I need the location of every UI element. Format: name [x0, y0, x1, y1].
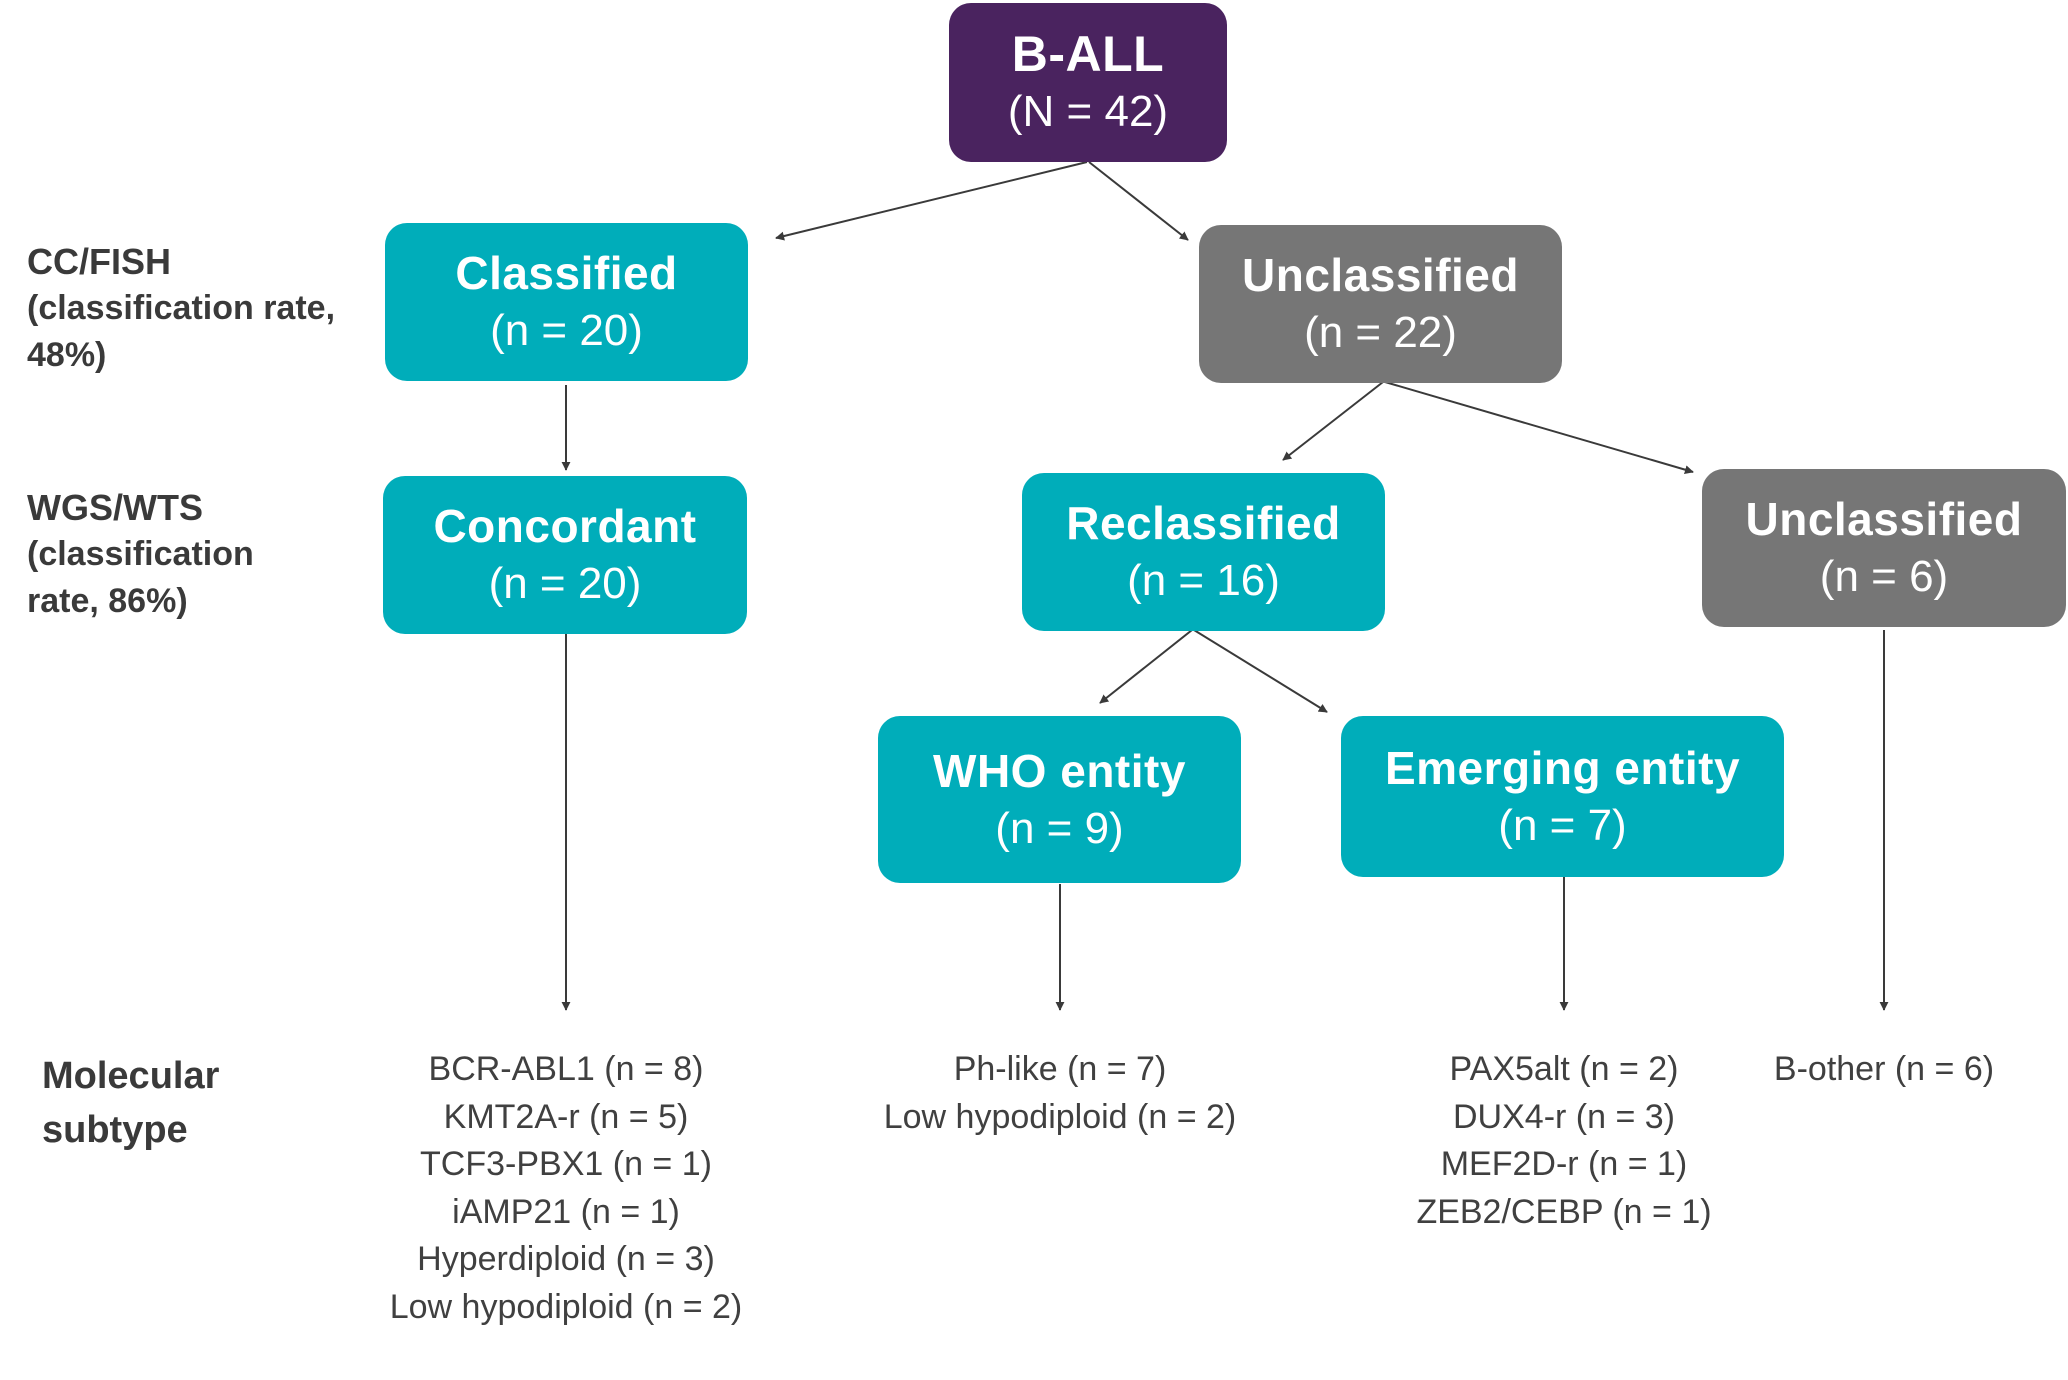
row-label-ccfish: CC/FISH (classification rate, 48%)	[27, 238, 335, 379]
node-unclassified-final: Unclassified (n = 6)	[1702, 469, 2066, 627]
node-unclassified-title: Unclassified	[1242, 249, 1519, 301]
subtype-item: ZEB2/CEBP (n = 1)	[1416, 1192, 1712, 1231]
arrow-reclassified-to-who-entity	[1099, 629, 1193, 704]
row-label-wgswts-head: WGS/WTS	[27, 487, 203, 528]
node-emerging-entity-title: Emerging entity	[1384, 741, 1741, 794]
node-classified: Classified (n = 20)	[385, 223, 748, 381]
row-label-molecular-line2: subtype	[42, 1109, 188, 1151]
node-concordant: Concordant (n = 20)	[383, 476, 747, 634]
subtype-item: BCR-ABL1 (n = 8)	[428, 1050, 704, 1088]
subtype-list-other: B-other (n = 6)	[1734, 1046, 2034, 1094]
node-unclassified-final-count: (n = 6)	[1819, 552, 1949, 601]
node-unclassified: Unclassified (n = 22)	[1199, 225, 1562, 383]
row-label-wgswts-sub2: rate, 86%)	[27, 582, 188, 620]
node-unclassified-final-title: Unclassified	[1745, 493, 2023, 545]
subtype-item: iAMP21 (n = 1)	[452, 1192, 680, 1231]
subtype-item: Ph-like (n = 7)	[953, 1050, 1167, 1088]
node-classified-count: (n = 20)	[490, 306, 643, 355]
node-concordant-title: Concordant	[433, 500, 697, 552]
arrow-root-to-classified	[775, 161, 1088, 241]
subtype-list-emerging: PAX5alt (n = 2) DUX4-r (n = 3) MEF2D-r (…	[1364, 1046, 1764, 1236]
node-concordant-count: (n = 20)	[488, 559, 642, 608]
subtype-item: KMT2A-r (n = 5)	[443, 1097, 689, 1136]
node-reclassified: Reclassified (n = 16)	[1022, 473, 1385, 631]
row-label-wgswts-sub1: (classification	[27, 535, 254, 573]
row-label-ccfish-sub1: (classification rate,	[27, 289, 336, 327]
row-label-wgswts: WGS/WTS (classification rate, 86%)	[27, 484, 254, 625]
node-who-entity: WHO entity (n = 9)	[878, 716, 1241, 883]
arrow-root-to-unclassified	[1088, 161, 1189, 241]
subtype-item: PAX5alt (n = 2)	[1449, 1050, 1679, 1088]
node-unclassified-count: (n = 22)	[1304, 308, 1457, 357]
subtype-item: Low hypodiploid (n = 2)	[883, 1097, 1237, 1136]
row-label-ccfish-head: CC/FISH	[27, 241, 171, 282]
node-emerging-entity: Emerging entity (n = 7)	[1341, 716, 1784, 877]
subtype-list-who: Ph-like (n = 7) Low hypodiploid (n = 2)	[860, 1046, 1260, 1141]
subtype-item: Low hypodiploid (n = 2)	[389, 1287, 743, 1326]
subtype-item: DUX4-r (n = 3)	[1453, 1097, 1675, 1136]
node-b-all-title: B-ALL	[1011, 25, 1165, 82]
subtype-item: B-other (n = 6)	[1773, 1050, 1995, 1088]
node-b-all-count: (N = 42)	[1007, 86, 1169, 136]
arrow-unclassified-to-unclassified-final	[1384, 381, 1694, 475]
arrow-reclassified-to-emerging-entity	[1193, 629, 1328, 713]
node-b-all: B-ALL (N = 42)	[949, 3, 1227, 162]
subtype-item: MEF2D-r (n = 1)	[1440, 1145, 1688, 1183]
row-label-molecular-subtype: Molecular subtype	[42, 1049, 219, 1157]
arrow-unclassified-to-reclassified	[1282, 381, 1384, 461]
node-who-entity-title: WHO entity	[933, 744, 1186, 797]
row-label-molecular-line1: Molecular	[42, 1055, 220, 1097]
node-classified-title: Classified	[455, 247, 678, 299]
node-who-entity-count: (n = 9)	[995, 803, 1124, 853]
node-emerging-entity-count: (n = 7)	[1498, 800, 1627, 850]
node-reclassified-title: Reclassified	[1066, 497, 1341, 549]
subtype-list-concordant: BCR-ABL1 (n = 8) KMT2A-r (n = 5) TCF3-PB…	[366, 1046, 766, 1331]
row-label-ccfish-sub2: 48%)	[27, 336, 107, 374]
node-reclassified-count: (n = 16)	[1127, 556, 1280, 605]
subtype-item: Hyperdiploid (n = 3)	[417, 1240, 715, 1278]
subtype-item: TCF3-PBX1 (n = 1)	[420, 1145, 712, 1183]
